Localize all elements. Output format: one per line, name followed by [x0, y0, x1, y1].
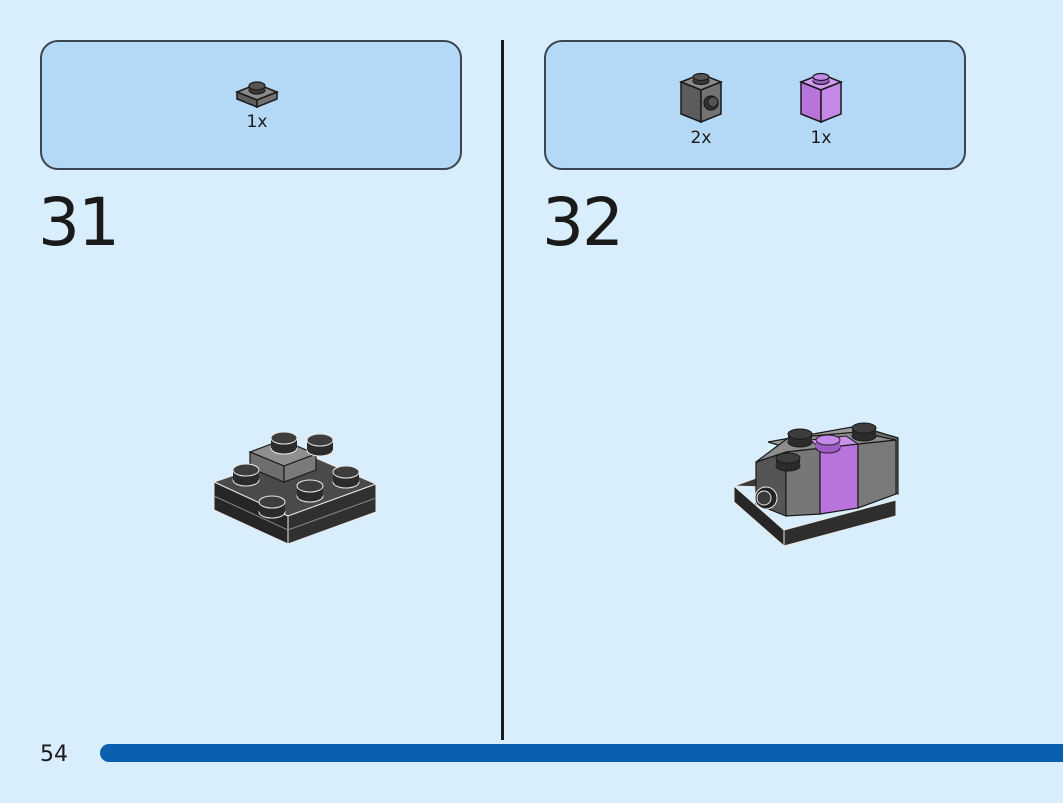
parts-callout-step-32: 2x 1x [544, 40, 966, 170]
lavender-1x1-brick-icon [798, 72, 844, 124]
part-item: 1x [798, 70, 844, 148]
page-progress-bar [100, 744, 1063, 764]
dark-gray-1x1-brick-with-side-stud-icon [678, 72, 724, 124]
part-item: 1x [235, 78, 279, 132]
part-quantity: 2x [690, 128, 712, 148]
page-progress-fill [100, 744, 1063, 762]
part-item: 2x [678, 70, 724, 148]
step-number: 32 [542, 184, 624, 261]
page-number: 54 [40, 742, 68, 767]
step-31-assembly-illustration [212, 431, 378, 545]
dark-gray-1x1-plate-icon [235, 81, 279, 109]
step-number: 31 [38, 184, 120, 261]
part-quantity: 1x [810, 128, 832, 148]
step-divider [501, 40, 504, 740]
step-32-assembly-illustration [733, 422, 899, 548]
part-quantity: 1x [246, 112, 268, 132]
parts-callout-step-31: 1x [40, 40, 462, 170]
